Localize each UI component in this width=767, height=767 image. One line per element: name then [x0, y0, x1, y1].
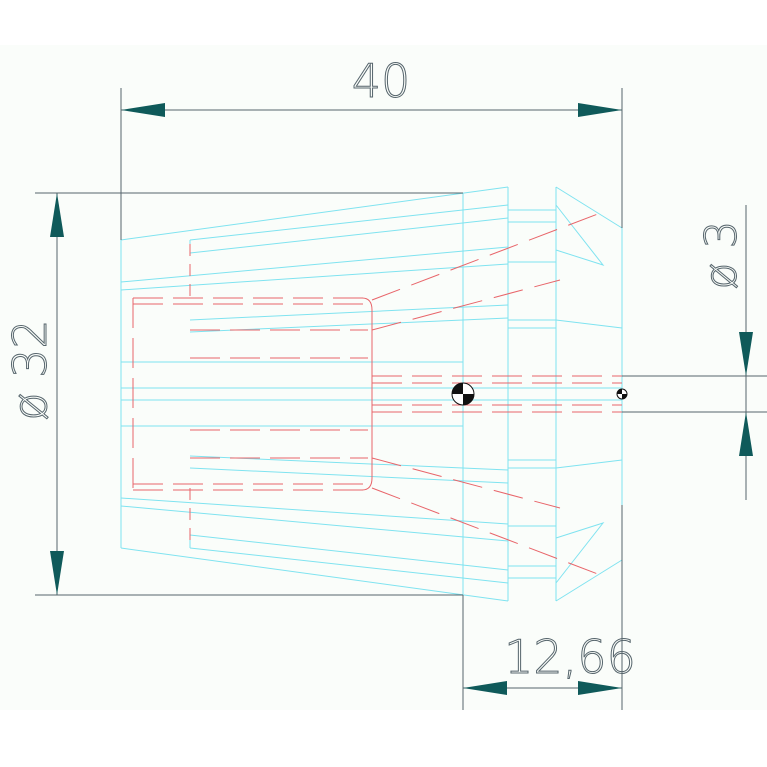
arrow-bore-bottom: [739, 412, 753, 456]
arrow-down: [50, 551, 64, 595]
bore-diameter-label: ø 3: [696, 221, 747, 290]
dimension-nose-length: 12,66: [462, 505, 636, 710]
arrow-left: [121, 103, 165, 117]
hidden-lines: [132, 211, 622, 577]
length-label: 40: [352, 54, 411, 108]
drawing-sheet: [0, 45, 767, 710]
dimension-bore-diameter: ø 3: [622, 205, 767, 500]
arrow-nose-left: [463, 681, 507, 695]
outer-diameter-label: ø 32: [3, 319, 57, 420]
arrow-nose-right: [578, 681, 622, 695]
collet-outline: [120, 186, 623, 602]
dimension-length: 40: [120, 54, 623, 240]
arrow-up: [50, 193, 64, 237]
dimension-outer-diameter: ø 32: [3, 192, 463, 596]
arrow-bore-top: [739, 332, 753, 376]
arrow-right: [578, 103, 622, 117]
center-mark-small: [616, 388, 628, 400]
nose-length-label: 12,66: [504, 630, 636, 684]
center-mark-large: [451, 382, 475, 406]
